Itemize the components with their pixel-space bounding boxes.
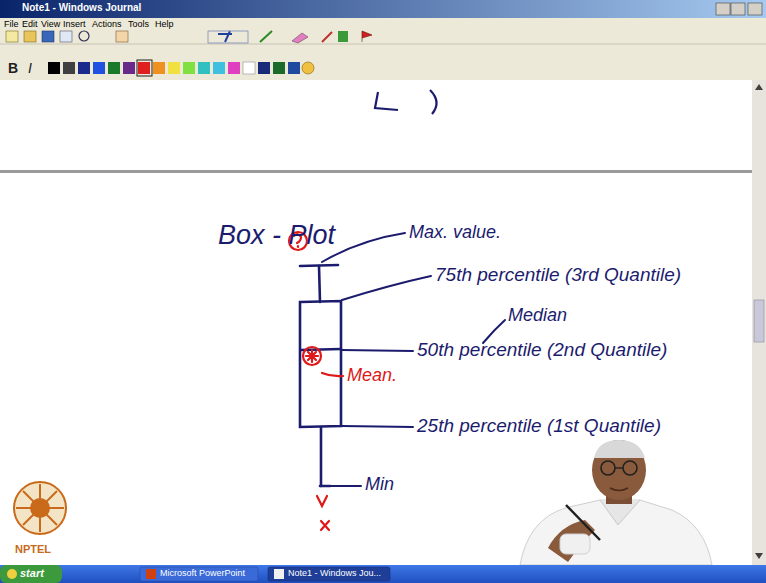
quartile-label: 50th percentile (2nd Quantile) bbox=[417, 339, 667, 361]
window-title: Note1 - Windows Journal bbox=[22, 2, 141, 14]
window-buttons bbox=[716, 3, 762, 15]
logo-text: NPTEL bbox=[15, 543, 51, 556]
taskbar-button bbox=[140, 567, 258, 581]
italic-button: I bbox=[28, 60, 32, 76]
menu-item: View bbox=[41, 19, 60, 29]
diagram-title: Box - Plot bbox=[218, 220, 335, 251]
menu-item: Actions bbox=[92, 19, 122, 29]
quartile-label: 25th percentile (1st Quantile) bbox=[417, 415, 661, 437]
title-bar bbox=[0, 0, 766, 18]
menu-item: Edit bbox=[22, 19, 38, 29]
start-label: start bbox=[20, 567, 44, 580]
colour-palette bbox=[48, 60, 314, 76]
previous-page-ink bbox=[375, 90, 437, 114]
mean-label: Mean. bbox=[347, 365, 397, 386]
red-markers bbox=[289, 232, 343, 530]
taskbar-label: Note1 - Windows Jou... bbox=[288, 568, 381, 578]
page-break-line bbox=[0, 170, 752, 173]
scrollbar bbox=[752, 80, 766, 565]
start-button bbox=[0, 565, 62, 583]
toolbar-area bbox=[0, 18, 766, 80]
median-label: Median bbox=[508, 305, 567, 326]
taskbar-label: Microsoft PowerPoint bbox=[160, 568, 245, 578]
quartile-label: 75th percentile (3rd Quantile) bbox=[435, 264, 681, 286]
nptel-logo bbox=[14, 482, 66, 534]
taskbar bbox=[0, 565, 766, 583]
toolbar-icons bbox=[6, 31, 372, 43]
menu-item: Insert bbox=[63, 19, 86, 29]
menu-item: Tools bbox=[128, 19, 149, 29]
menu-item: File bbox=[4, 19, 19, 29]
max-label: Max. value. bbox=[409, 222, 501, 243]
bold-button: B bbox=[8, 60, 18, 76]
taskbar-button bbox=[268, 567, 390, 581]
note-page bbox=[0, 80, 752, 565]
menu-item: Help bbox=[155, 19, 174, 29]
min-label: Min bbox=[365, 474, 394, 495]
presenter-figure bbox=[520, 440, 712, 565]
